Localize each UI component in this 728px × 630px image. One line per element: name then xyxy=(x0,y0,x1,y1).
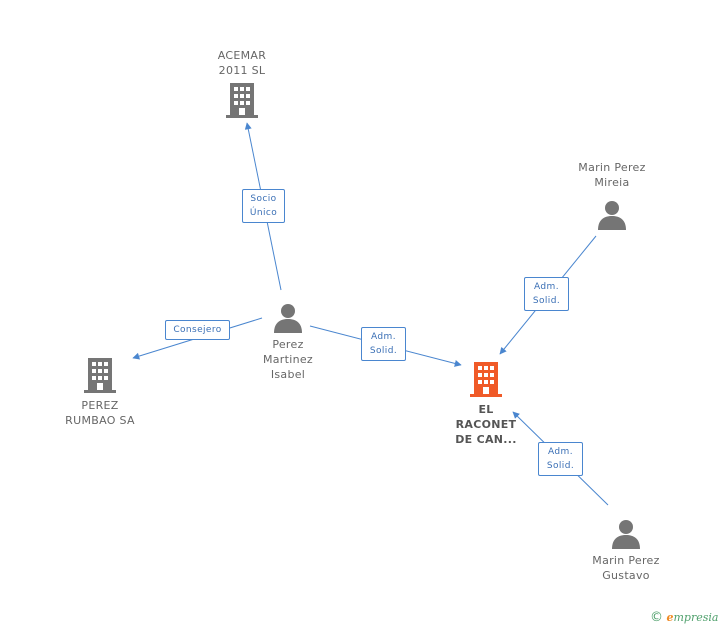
node-marin-gustavo[interactable]: Marin Perez Gustavo xyxy=(580,519,672,583)
node-marin-mireia[interactable]: Marin Perez Mireia xyxy=(566,160,658,230)
node-label: Marin Perez Mireia xyxy=(578,161,646,189)
node-label: ACEMAR 2011 SL xyxy=(217,49,267,77)
person-icon xyxy=(274,304,302,333)
edge-label-adm-isabel: Adm. Solid. xyxy=(361,327,406,361)
person-icon xyxy=(612,520,640,549)
node-label: EL RACONET DE CAN... xyxy=(455,403,517,446)
node-acemar[interactable]: ACEMAR 2011 SL xyxy=(202,48,282,119)
node-label: PEREZ RUMBAO SA xyxy=(65,399,135,427)
brand-e: e xyxy=(666,611,674,624)
building-icon xyxy=(226,83,258,118)
empresia-logo[interactable]: © empresia xyxy=(650,610,718,625)
node-label: Marin Perez Gustavo xyxy=(592,554,660,582)
node-el-raconet[interactable]: EL RACONET DE CAN... xyxy=(448,362,524,447)
node-label: Perez Martinez Isabel xyxy=(262,338,314,381)
brand-name: mpresia xyxy=(673,611,719,624)
edge-label-consejero: Consejero xyxy=(165,320,230,340)
building-icon xyxy=(470,362,502,397)
edge-label-socio-unico: Socio Único xyxy=(242,189,285,223)
copyright-symbol: © xyxy=(650,610,663,625)
edge-label-adm-gustavo: Adm. Solid. xyxy=(538,442,583,476)
node-perez-rumbao[interactable]: PEREZ RUMBAO SA xyxy=(60,358,140,428)
edge-label-adm-mireia: Adm. Solid. xyxy=(524,277,569,311)
person-icon xyxy=(598,201,626,230)
building-icon xyxy=(84,358,116,393)
node-perez-martinez[interactable]: Perez Martinez Isabel xyxy=(248,303,328,382)
